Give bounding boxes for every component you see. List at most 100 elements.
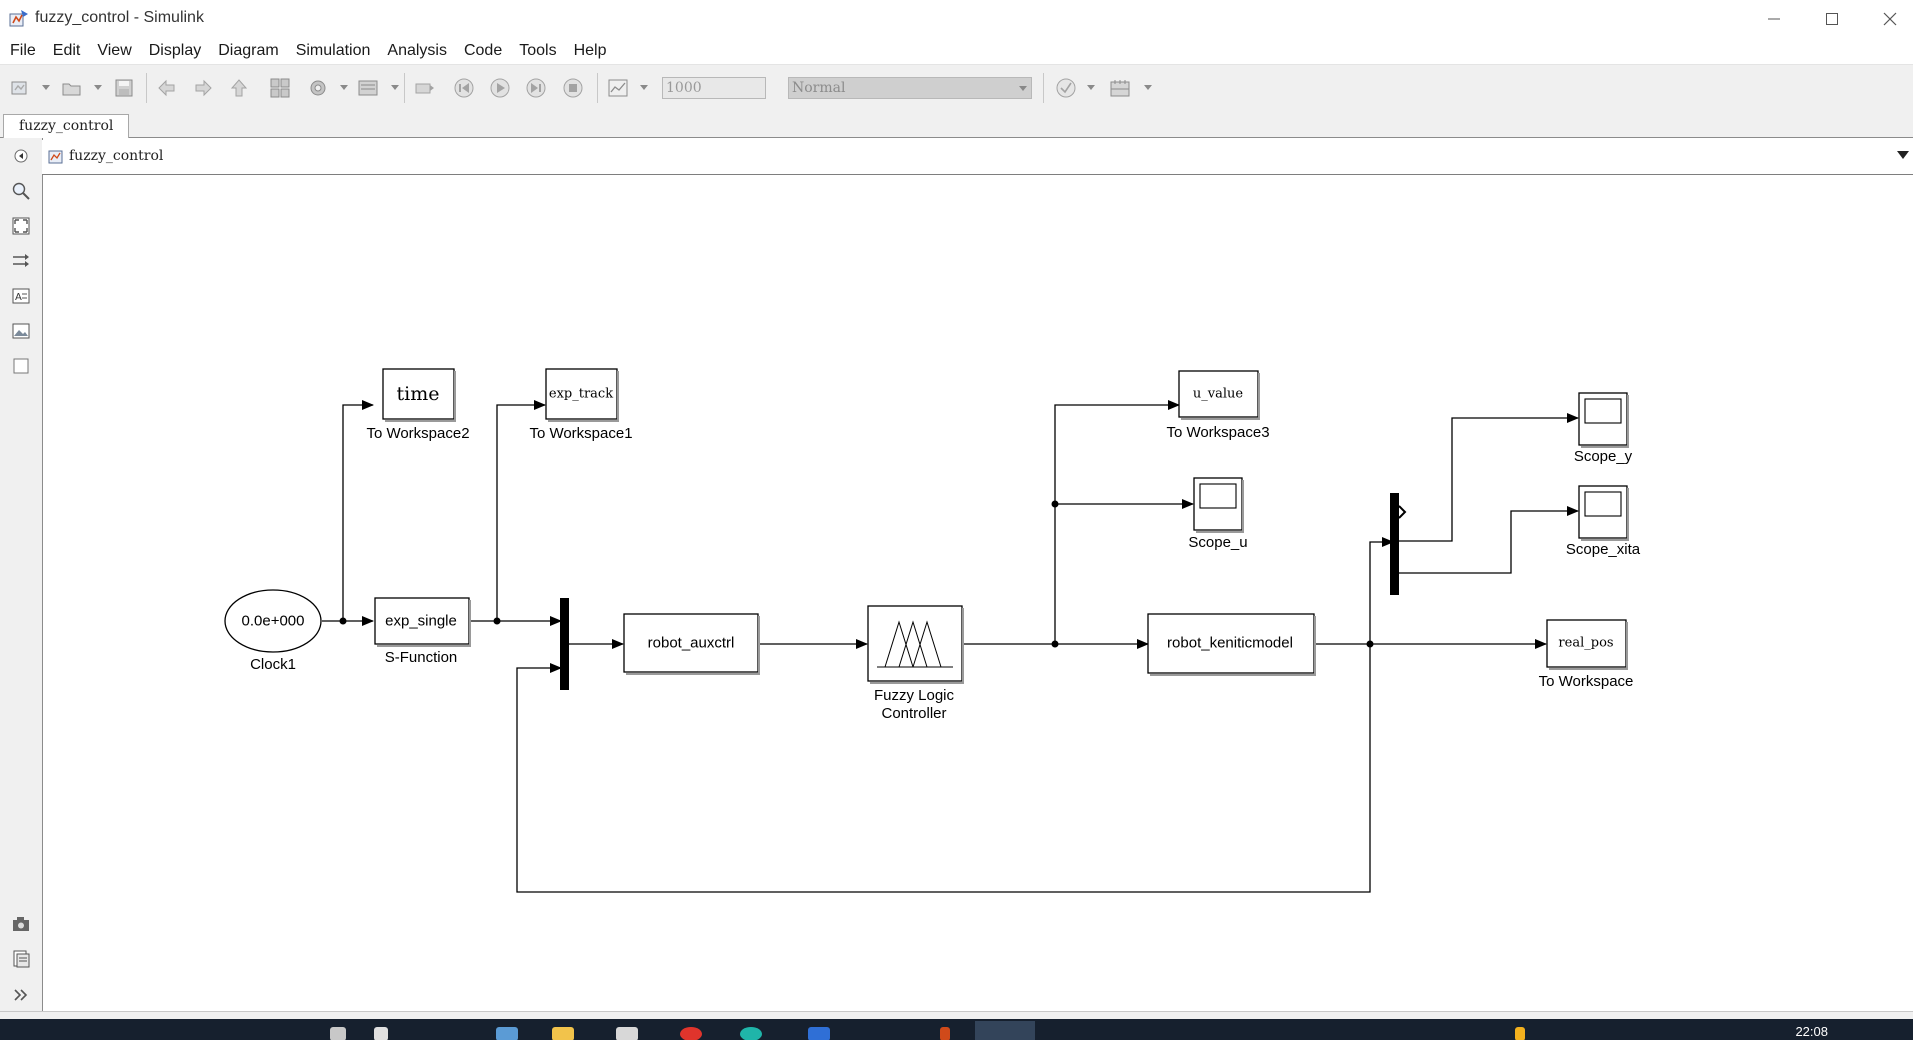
minimize-button[interactable] [1745, 0, 1803, 38]
to-workspace3-label: To Workspace3 [1166, 424, 1270, 441]
line-flc-to-uvalue[interactable] [1054, 400, 1180, 644]
chevron-down-icon[interactable] [1897, 151, 1909, 159]
area-button[interactable] [10, 355, 32, 377]
maximize-button[interactable] [1803, 0, 1861, 38]
new-model-button[interactable] [6, 75, 34, 101]
tab-fuzzy-control[interactable]: fuzzy_control [3, 114, 130, 138]
line-feedback[interactable] [516, 644, 1371, 893]
mux-block[interactable] [560, 598, 569, 690]
taskbar-app-icon[interactable] [330, 1027, 346, 1040]
model-icon [48, 150, 63, 164]
menu-file[interactable]: File [10, 42, 36, 59]
model-explorer-dropdown-icon[interactable] [391, 85, 399, 90]
model-explorer-icon [358, 80, 378, 96]
breadcrumb[interactable]: fuzzy_control [69, 148, 164, 164]
zoom-icon [12, 182, 30, 200]
build-dropdown-icon[interactable] [1144, 85, 1152, 90]
simulation-mode-select[interactable]: Normal [788, 77, 1032, 99]
menu-simulation[interactable]: Simulation [295, 42, 371, 59]
run-button[interactable] [486, 75, 514, 101]
to-workspace-block[interactable] [1546, 619, 1627, 668]
close-button[interactable] [1861, 0, 1913, 38]
clock1-block[interactable] [224, 589, 322, 653]
annotation-button[interactable]: A [10, 285, 32, 307]
taskbar-folder-icon[interactable] [552, 1027, 574, 1040]
library-browser-button[interactable] [266, 75, 294, 101]
auxctrl-name: robot_auxctrl [647, 634, 735, 652]
model-settings-dropdown-icon[interactable] [340, 85, 348, 90]
menu-code[interactable]: Code [463, 42, 503, 59]
fuzzy-logic-controller-block[interactable] [867, 605, 963, 682]
taskbar-simulink-active[interactable] [975, 1021, 1035, 1040]
line-sfunc-to-exptrack[interactable] [496, 400, 546, 621]
scope-u-label: Scope_u [1188, 534, 1248, 551]
s-function-name: exp_single [385, 612, 457, 630]
simulink-icon [9, 10, 28, 27]
taskbar-matlab-icon[interactable] [940, 1027, 950, 1040]
taskbar-app-icon[interactable] [1515, 1027, 1525, 1040]
route-lines-button[interactable] [10, 250, 32, 272]
data-inspector-button[interactable] [604, 75, 632, 101]
forward-button[interactable] [189, 75, 217, 101]
zoom-button[interactable] [10, 180, 32, 202]
step-forward-button[interactable] [522, 75, 550, 101]
model-explorer-button[interactable] [354, 75, 382, 101]
menu-diagram[interactable]: Diagram [218, 42, 279, 59]
stop-time-input[interactable]: 1000 [662, 77, 766, 99]
to-workspace2-block[interactable] [382, 368, 455, 420]
new-model-dropdown-icon[interactable] [42, 85, 50, 90]
back-icon [158, 79, 175, 97]
menu-tools[interactable]: Tools [519, 42, 557, 59]
menu-analysis[interactable]: Analysis [387, 42, 447, 59]
back-button[interactable] [153, 75, 181, 101]
to-workspace1-label: To Workspace1 [529, 425, 633, 442]
open-button[interactable] [58, 75, 86, 101]
hide-browser-button[interactable] [10, 145, 32, 167]
taskbar-browser-icon[interactable] [496, 1027, 518, 1040]
up-button[interactable] [225, 75, 253, 101]
expand-button[interactable] [10, 984, 32, 1006]
taskbar-app-icon[interactable] [616, 1027, 638, 1040]
menu-display[interactable]: Display [148, 42, 202, 59]
model-settings-icon [310, 80, 326, 96]
step-back-button[interactable] [450, 75, 478, 101]
screenshot-button[interactable] [10, 913, 32, 935]
to-workspace1-block[interactable] [545, 368, 618, 420]
open-dropdown-icon[interactable] [94, 85, 102, 90]
fit-view-button[interactable] [10, 215, 32, 237]
menu-view[interactable]: View [97, 42, 132, 59]
step-forward-icon [526, 78, 546, 98]
taskbar-app-icon[interactable] [374, 1027, 388, 1040]
menu-help[interactable]: Help [573, 42, 607, 59]
robot-auxctrl-block[interactable] [623, 613, 759, 673]
data-inspector-dropdown-icon[interactable] [640, 85, 648, 90]
to-workspace2-variable: time [396, 383, 440, 405]
report-button[interactable] [10, 948, 32, 970]
forward-icon [195, 79, 212, 97]
menu-edit[interactable]: Edit [52, 42, 81, 59]
model-advisor-dropdown-icon[interactable] [1087, 85, 1095, 90]
taskbar-app-icon[interactable] [740, 1027, 762, 1040]
to-workspace3-variable: u_value [1192, 386, 1244, 402]
scope-screen-icon [1584, 491, 1622, 517]
image-button[interactable] [10, 320, 32, 342]
taskbar-clock[interactable]: 22:08 [1795, 1024, 1828, 1039]
stop-icon [563, 78, 583, 98]
taskbar-app-icon[interactable] [680, 1027, 702, 1040]
step-back-config-button[interactable] [411, 75, 439, 101]
model-canvas[interactable]: 0.0e+000 time exp_track exp_single robot… [43, 175, 1913, 1011]
build-button[interactable] [1106, 75, 1134, 101]
s-function-block[interactable] [374, 597, 470, 645]
demux-block[interactable] [1390, 493, 1399, 595]
line-model-to-demux[interactable] [1369, 537, 1394, 644]
stop-button[interactable] [559, 75, 587, 101]
model-settings-button[interactable] [304, 75, 332, 101]
save-button[interactable] [110, 75, 138, 101]
robot-keniticmodel-block[interactable] [1147, 613, 1315, 674]
model-advisor-button[interactable] [1052, 75, 1080, 101]
line-demux-to-scopey[interactable] [1397, 413, 1579, 542]
line-clock-to-time[interactable] [342, 400, 374, 621]
line-demux-to-scopexita[interactable] [1397, 506, 1579, 574]
open-icon [62, 83, 81, 96]
taskbar-app-icon[interactable] [808, 1027, 830, 1040]
